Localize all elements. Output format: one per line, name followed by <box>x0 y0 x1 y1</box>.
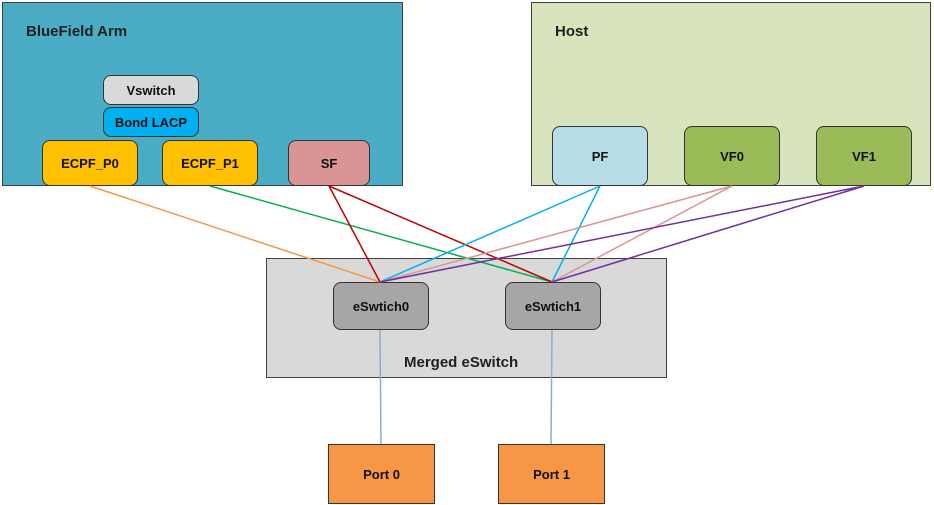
ecpf-p0-node: ECPF_P0 <box>42 140 138 186</box>
port0-node: Port 0 <box>328 444 435 504</box>
port1-node: Port 1 <box>498 444 605 504</box>
host-title: Host <box>555 23 589 40</box>
sf-node: SF <box>288 140 370 186</box>
pf-node: PF <box>552 126 648 186</box>
eswitch1-node: eSwtich1 <box>505 282 601 330</box>
vswitch-node: Vswitch <box>103 75 199 105</box>
bond-lacp-node: Bond LACP <box>103 107 199 137</box>
eswitch0-node: eSwtich0 <box>333 282 429 330</box>
ecpf-p1-node: ECPF_P1 <box>162 140 258 186</box>
merged-eswitch-title: Merged eSwitch <box>404 354 519 371</box>
vf0-node: VF0 <box>684 126 780 186</box>
bluefield-arm-title: BlueField Arm <box>26 23 128 40</box>
merged-eswitch-region: Merged eSwitch <box>266 258 667 378</box>
vf1-node: VF1 <box>816 126 912 186</box>
